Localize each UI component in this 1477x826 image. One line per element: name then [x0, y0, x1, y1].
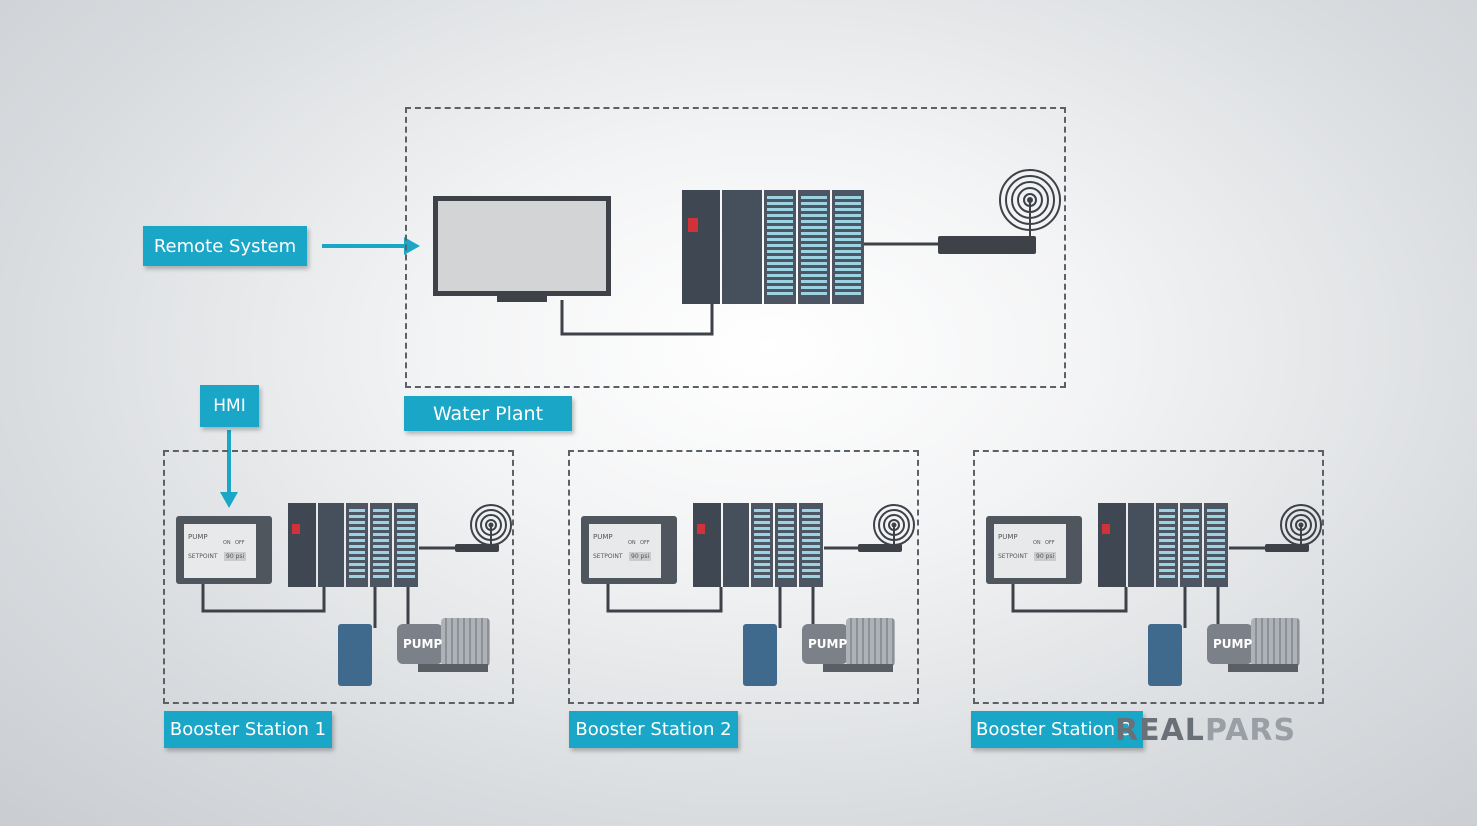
wireless-router-icon: [938, 236, 1036, 254]
booster-station-1-label: Booster Station 1: [164, 711, 332, 748]
pressure-sensor-icon: [743, 624, 777, 686]
wireless-router-icon: [455, 544, 499, 552]
booster-station-1-boundary: [163, 450, 514, 704]
hmi-setpoint-text: SETPOINT: [593, 553, 623, 560]
pressure-sensor-icon: [1148, 624, 1182, 686]
hmi-on-text: ON: [628, 540, 636, 546]
hmi-label: HMI: [200, 385, 259, 427]
hmi-setpoint-value: 90 psi: [1034, 552, 1057, 561]
pump-text: PUMP: [403, 637, 443, 651]
hmi-setpoint-value: 90 psi: [629, 552, 652, 561]
booster-station-3-boundary: [973, 450, 1324, 704]
water-plant-label: Water Plant: [404, 396, 572, 431]
pump-text: PUMP: [808, 637, 848, 651]
pump-text: PUMP: [1213, 637, 1253, 651]
hmi-setpoint-value: 90 psi: [224, 552, 247, 561]
realpars-logo: REALPARS: [1115, 713, 1296, 748]
brand-part1: REAL: [1115, 713, 1205, 748]
booster-station-2-label: Booster Station 2: [569, 711, 738, 748]
hmi-on-text: ON: [1033, 540, 1041, 546]
hmi-pump-text: PUMP: [593, 533, 613, 541]
hmi-pump-text: PUMP: [998, 533, 1018, 541]
hmi-off-text: OFF: [235, 540, 245, 546]
hmi-off-text: OFF: [640, 540, 650, 546]
booster-station-3-label: Booster Station 3: [971, 711, 1143, 748]
hmi-panel-icon: PUMP ON OFF SETPOINT 90 psi: [581, 516, 677, 584]
booster-station-2-boundary: [568, 450, 919, 704]
hmi-off-text: OFF: [1045, 540, 1055, 546]
hmi-setpoint-text: SETPOINT: [188, 553, 218, 560]
hmi-setpoint-text: SETPOINT: [998, 553, 1028, 560]
hmi-pump-text: PUMP: [188, 533, 208, 541]
remote-system-label: Remote System: [143, 226, 307, 266]
brand-part2: PARS: [1204, 713, 1297, 748]
hmi-panel-icon: PUMP ON OFF SETPOINT 90 psi: [986, 516, 1082, 584]
hmi-on-text: ON: [223, 540, 231, 546]
pressure-sensor-icon: [338, 624, 372, 686]
hmi-panel-icon: PUMP ON OFF SETPOINT 90 psi: [176, 516, 272, 584]
water-plant-boundary: [405, 107, 1066, 388]
wireless-router-icon: [1265, 544, 1309, 552]
wireless-router-icon: [858, 544, 902, 552]
